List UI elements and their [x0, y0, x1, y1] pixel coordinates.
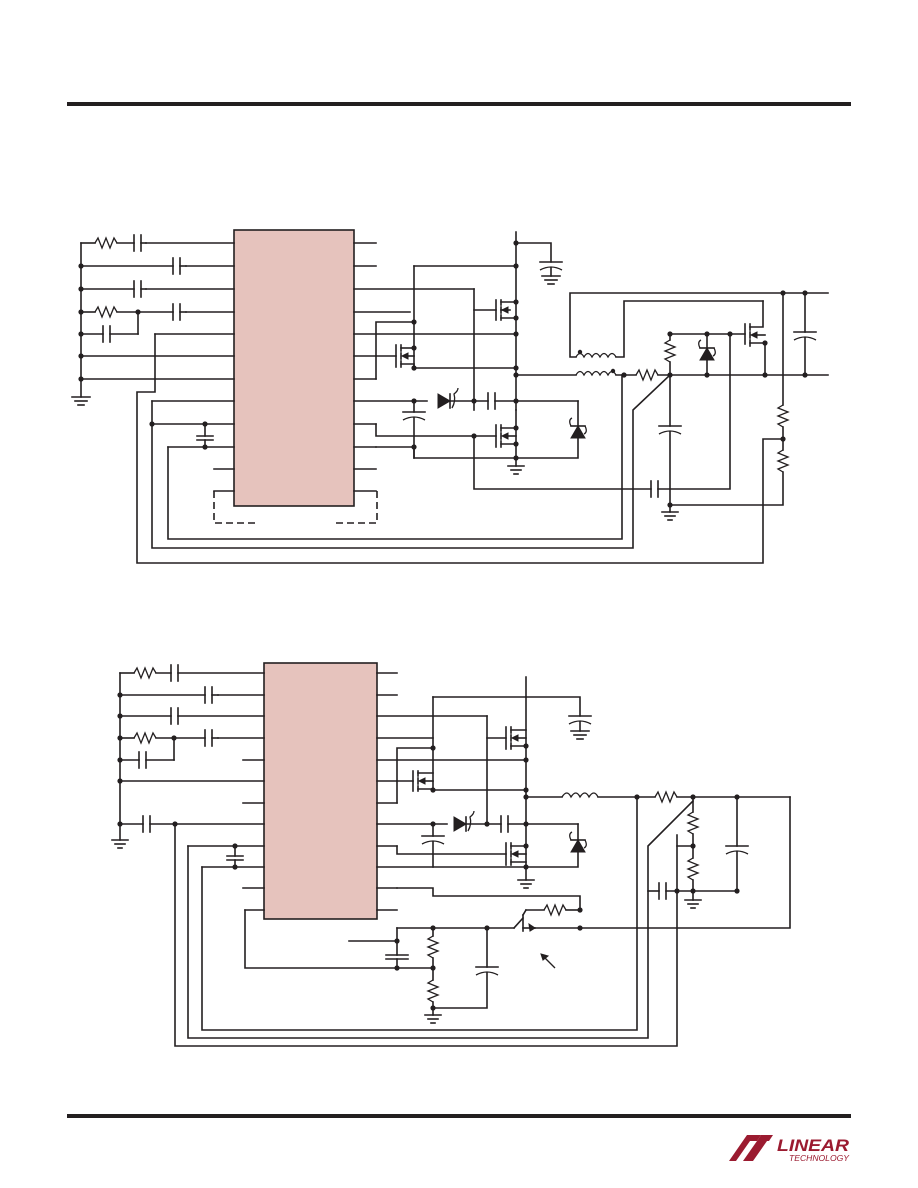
controller-ic-2	[263, 662, 378, 920]
left-pin-network-2	[111, 664, 695, 1047]
footer-rule	[67, 1114, 851, 1118]
power-stage-1	[353, 231, 829, 521]
left-pin-network-1	[71, 234, 784, 564]
power-stage-2	[348, 672, 791, 1024]
controller-ic-1	[233, 229, 355, 507]
logo-text-top: LINEAR	[777, 1136, 850, 1155]
linear-technology-logo: LINEAR TECHNOLOGY	[729, 1135, 850, 1163]
logo-text-bottom: TECHNOLOGY	[789, 1154, 850, 1163]
header-rule	[67, 102, 851, 106]
lt-logo-icon	[729, 1135, 773, 1161]
